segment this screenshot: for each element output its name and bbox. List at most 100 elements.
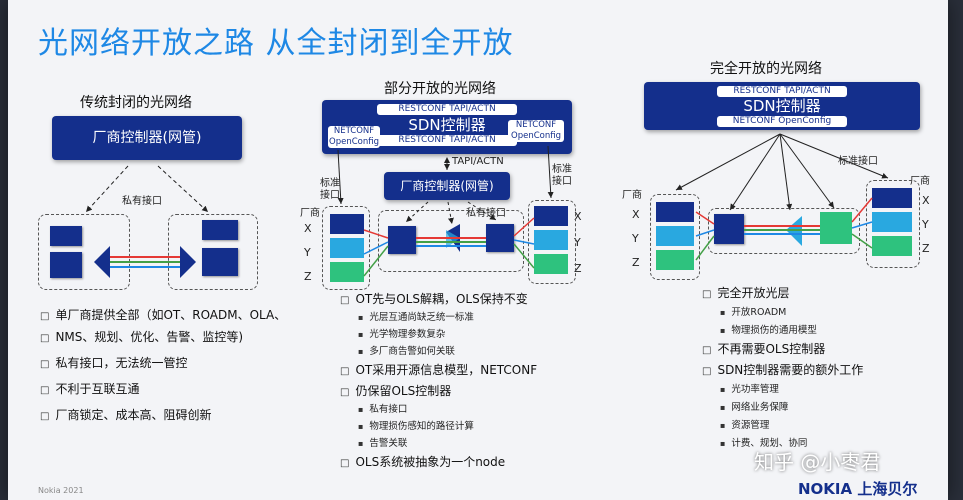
watermark: 知乎 @小枣君 [754, 450, 881, 474]
closed-bullet-4: 厂商锁定、成本高、阻碍创新 [40, 406, 211, 423]
open-x-right: X [922, 194, 930, 207]
partial-bullet-3: 仍保留OLS控制器 [340, 382, 537, 399]
open-vendor-left: 厂商 [622, 190, 642, 201]
closed-bullet-2: 私有接口，无法统一管控 [40, 354, 187, 371]
closed-node-left [38, 214, 130, 290]
partial-x-right: X [574, 210, 582, 223]
partial-heading: 部分开放的光网络 [384, 81, 496, 97]
closed-controller: 厂商控制器(网管) [52, 116, 242, 160]
open-heading: 完全开放的光网络 [710, 61, 822, 77]
partial-arrow-std-left [337, 149, 344, 205]
open-sub-3c: 资源管理 [720, 417, 863, 431]
partial-sub-3c: 告警关联 [358, 435, 537, 449]
open-bullet-2: 不再需要OLS控制器 [702, 340, 863, 357]
partial-sub-1b: 光学物理参数复杂 [358, 326, 537, 340]
open-bullets: 完全开放光层 开放ROADM 物理损伤的通用模型 不再需要OLS控制器 SDN控… [702, 284, 863, 449]
closed-amp-right [180, 246, 196, 278]
closed-bullet-1b: NMS、规划、优化、告警、监控等) [40, 328, 243, 345]
open-sdn-controller: RESTCONF TAPI/ACTN SDN控制器 NETCONF OpenCo… [644, 82, 920, 130]
partial-wss-left [330, 214, 364, 286]
open-bullet-1: 完全开放光层 [702, 284, 863, 301]
closed-ot-a [50, 226, 82, 246]
partial-sub-1a: 光层互通尚缺乏统一标准 [358, 309, 537, 323]
open-arrow-1 [675, 133, 781, 191]
partial-bullet-4: OLS系统被抽象为一个node [340, 453, 537, 470]
open-sub-1a: 开放ROADM [720, 304, 863, 318]
partial-sub-3b: 物理损伤感知的路径计算 [358, 418, 537, 432]
open-roadm-a [714, 214, 744, 244]
closed-ot-d [202, 248, 238, 276]
partial-roadm-a [388, 226, 416, 254]
connector-lines [85, 133, 889, 278]
open-sdn-bottom-pill: NETCONF OpenConfig [717, 116, 847, 127]
open-wss-right [872, 188, 912, 260]
partial-sub-3a: 私有接口 [358, 401, 537, 415]
partial-vendor-label: 厂商 [300, 208, 320, 219]
partial-bullet-2: OT采用开源信息模型，NETCONF [340, 361, 537, 378]
open-z: Z [632, 256, 640, 269]
open-arrow-3 [779, 133, 793, 211]
partial-z: Z [304, 270, 312, 283]
closed-amp-left [94, 246, 110, 278]
open-arrows [675, 133, 889, 261]
slide: 光网络开放之路 从全封闭到全开放 传统封闭的光网络 厂商控制器(网管) 私有接口… [8, 0, 948, 500]
open-arrow-5 [779, 133, 889, 179]
partial-wss-right [534, 206, 568, 278]
partial-bullets: OT先与OLS解耦，OLS保持不变 光层互通尚缺乏统一标准 光学物理参数复杂 多… [340, 290, 537, 470]
open-bullet-3: SDN控制器需要的额外工作 [702, 361, 863, 378]
closed-arrow-right [157, 165, 209, 213]
open-sdn-top-pill: RESTCONF TAPI/ACTN [717, 86, 847, 97]
partial-sdn-label: SDN控制器 [408, 116, 486, 134]
partial-std-left: 标准接口 [320, 178, 340, 201]
partial-arrow-pv-b [447, 201, 454, 225]
partial-sdn-bottom-pill: RESTCONF TAPI/ACTN [377, 135, 517, 146]
slide-title: 光网络开放之路 从全封闭到全开放 [38, 26, 514, 61]
closed-private-if: 私有接口 [122, 196, 162, 207]
open-arrow-4 [779, 133, 835, 209]
partial-arrows [337, 145, 554, 277]
open-wss-left [656, 202, 694, 274]
nokia-logo: NOKIA 上海贝尔 [798, 480, 918, 498]
partial-roadm-b [486, 224, 514, 252]
partial-sdn-top-pill: RESTCONF TAPI/ACTN [377, 104, 517, 115]
open-sub-3d: 计费、规划、协同 [720, 435, 863, 449]
open-std-if: 标准接口 [838, 156, 878, 167]
open-sub-1b: 物理损伤的通用模型 [720, 322, 863, 336]
open-x: X [632, 208, 640, 221]
open-arrow-2 [729, 133, 781, 211]
footer-text: Nokia 2021 [38, 486, 84, 495]
open-sub-3a: 光功率管理 [720, 381, 863, 395]
partial-y-right: Y [574, 236, 581, 249]
partial-y: Y [304, 246, 311, 259]
closed-bullet-1: 单厂商提供全部（如OT、ROADM、OLA、 [40, 306, 286, 323]
partial-wss-right-frame [528, 200, 576, 284]
closed-heading: 传统封闭的光网络 [80, 95, 192, 111]
open-sub-3b: 网络业务保障 [720, 399, 863, 413]
open-z-right: Z [922, 242, 930, 255]
open-ols-frame [708, 208, 860, 254]
open-sdn-label: SDN控制器 [743, 97, 821, 115]
partial-vendor-controller: 厂商控制器(网管) [384, 172, 510, 200]
closed-arrows [85, 165, 209, 278]
partial-private-if: 私有接口 [466, 208, 506, 219]
partial-arrow-pv-c [467, 201, 497, 221]
closed-bullet-3: 不利于互联互通 [40, 380, 139, 397]
partial-arrow-std-right [547, 145, 554, 199]
partial-x: X [304, 222, 312, 235]
open-y: Y [632, 232, 639, 245]
partial-z-right: Z [574, 262, 582, 275]
partial-std-right: 标准接口 [552, 164, 572, 187]
closed-arrow-left [85, 165, 129, 213]
closed-ot-b [50, 252, 82, 278]
open-y-right: Y [922, 218, 929, 231]
closed-ot-c [202, 220, 238, 240]
partial-ols-frame [378, 210, 524, 272]
open-vendor-right: 厂商 [910, 176, 930, 187]
partial-bullet-1: OT先与OLS解耦，OLS保持不变 [340, 290, 537, 307]
partial-sub-1c: 多厂商告警如何关联 [358, 343, 537, 357]
partial-arrow-pv-a [405, 201, 429, 223]
closed-node-right [168, 214, 258, 290]
open-wss-left-frame [650, 194, 700, 280]
